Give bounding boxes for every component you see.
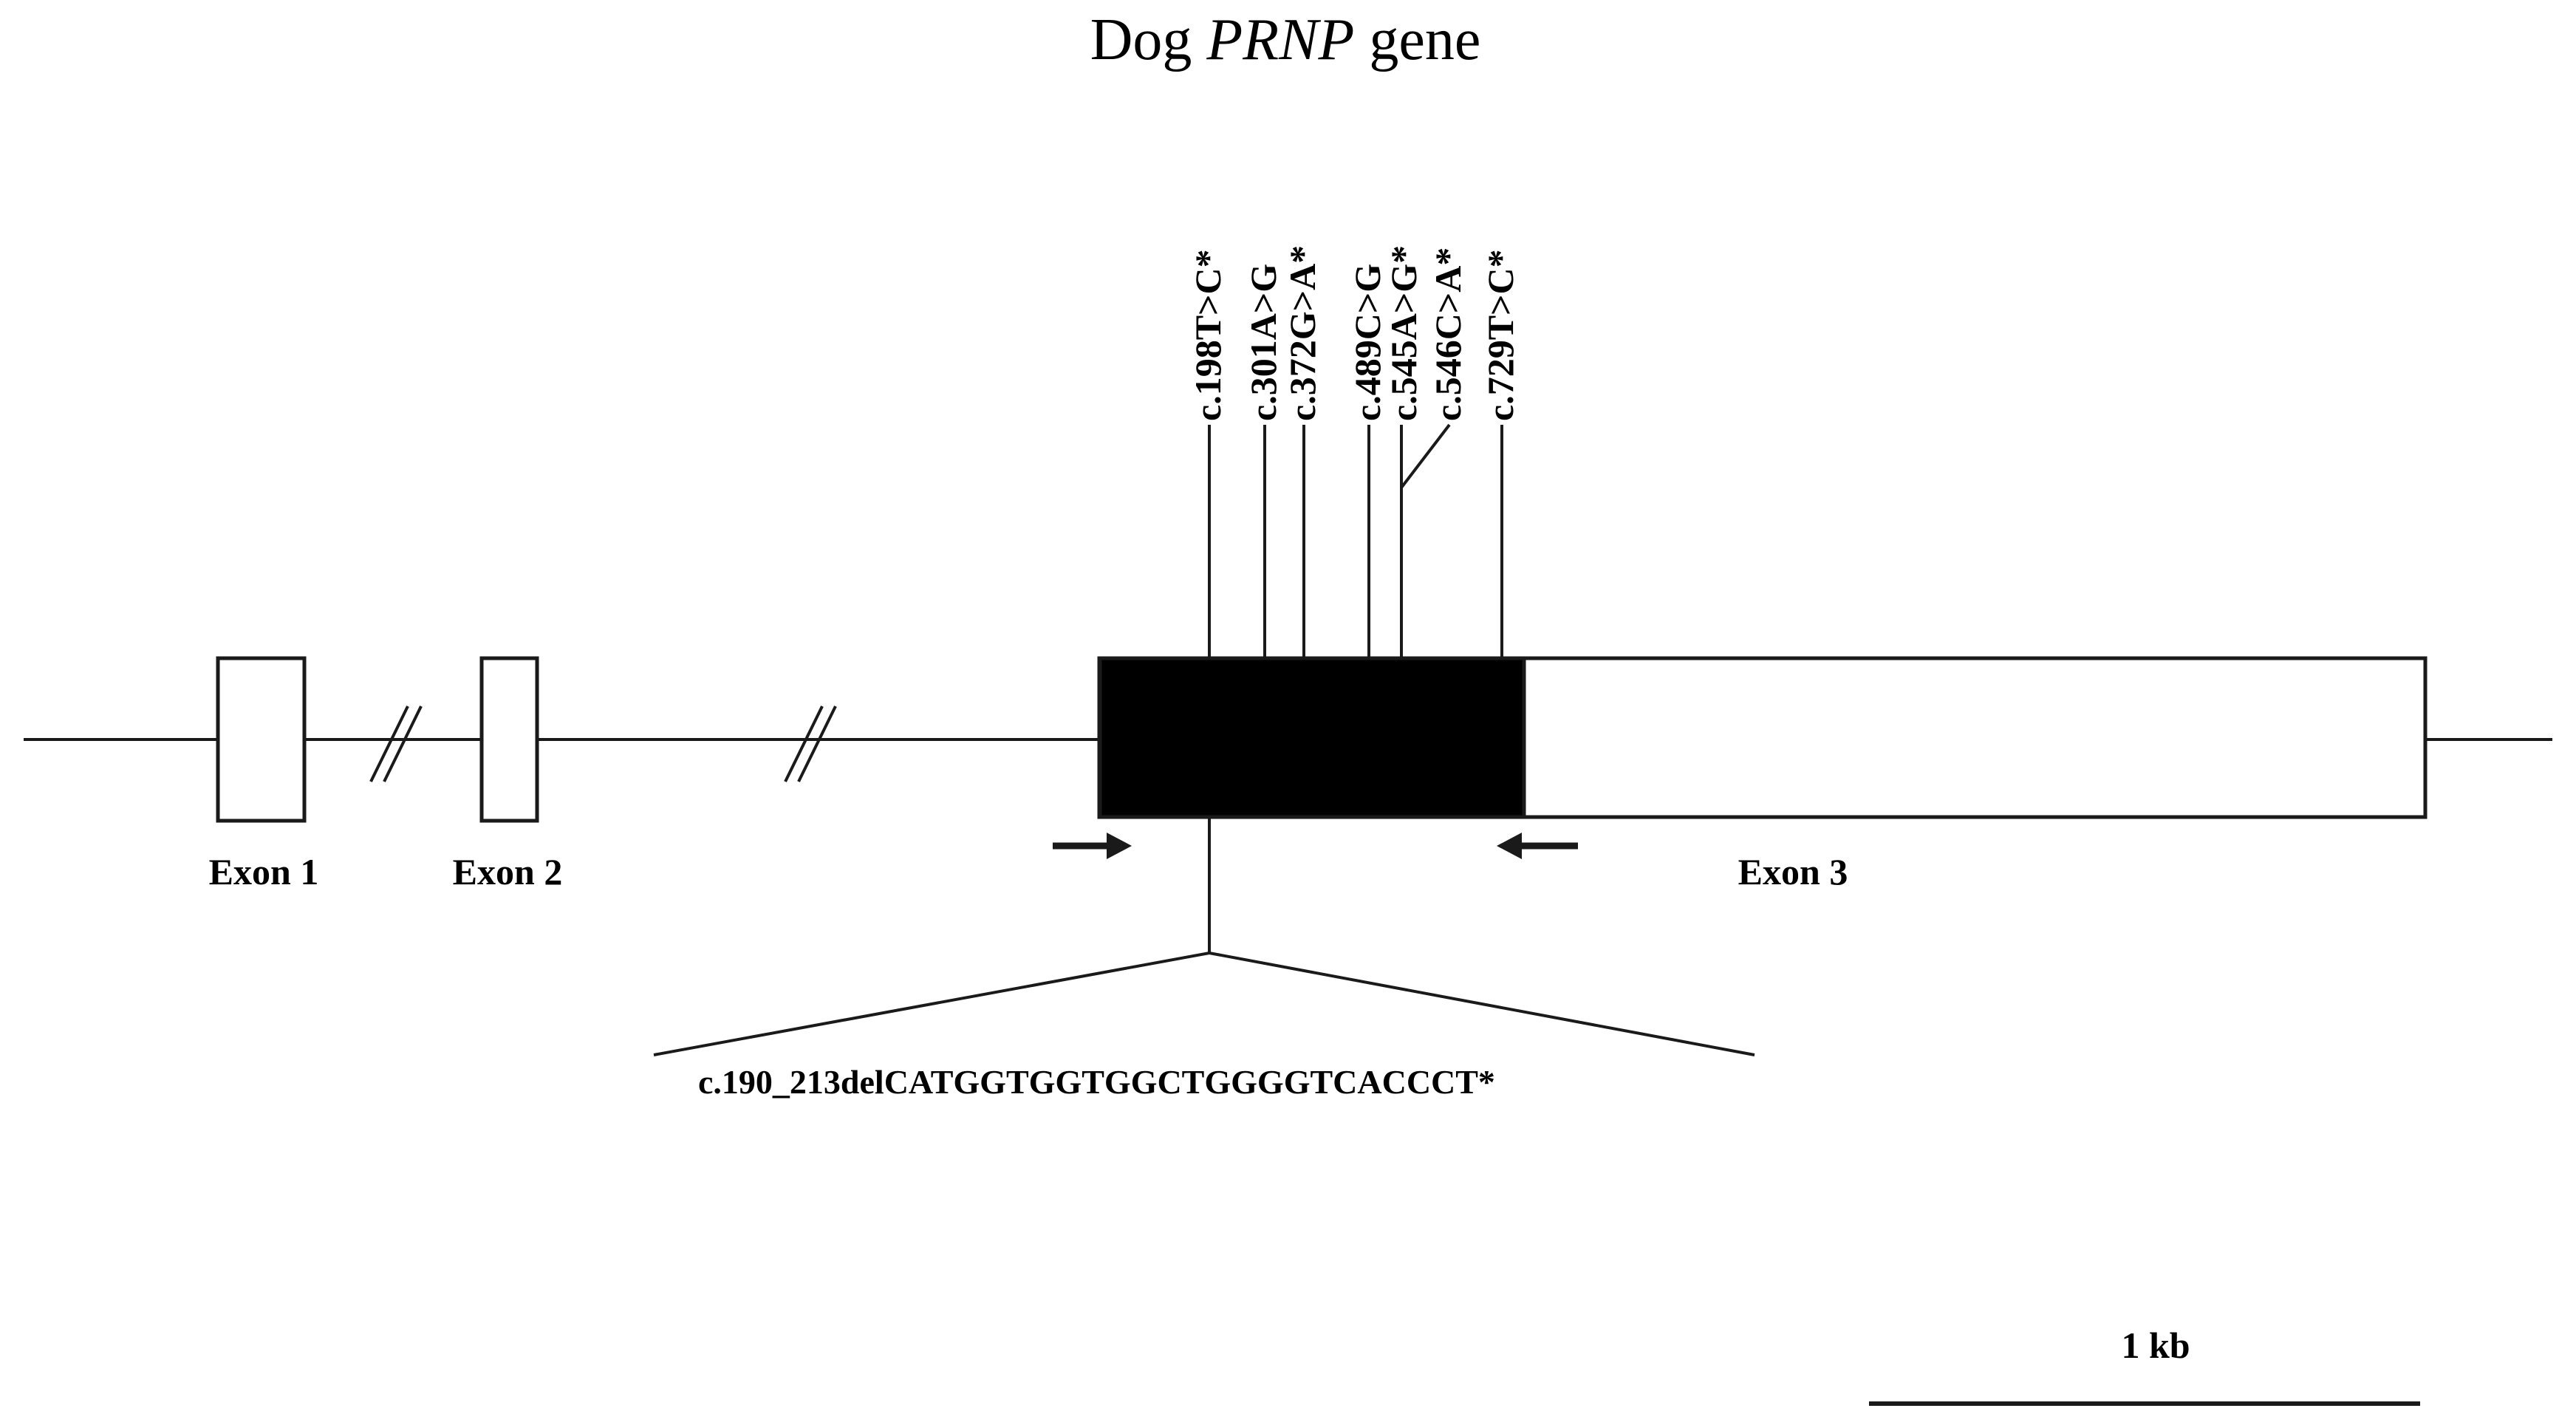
forward-primer-arrow [1053,833,1132,859]
variant-label-5: c.545A>G* [1383,245,1424,421]
exon-1-label: Exon 1 [209,851,319,892]
exon-3-coding-region [1097,656,1526,819]
intron-break-mark-2 [784,706,837,782]
exon-3-label: Exon 3 [1738,851,1848,892]
reverse-primer-arrow [1497,833,1578,859]
variant-line-6 [1400,423,1451,489]
title-suffix: gene [1354,7,1480,72]
variant-label-3: c.372G>A* [1282,245,1323,421]
variant-label-2: c.301A>G [1243,264,1284,421]
exon-1-box [216,656,307,823]
diagram-title: Dog PRNP gene [1090,7,1481,72]
exon-2-box [479,656,539,823]
variant-labels: c.198T>C* c.301A>G c.372G>A* c.489C>G c.… [1187,245,1521,421]
deletion-callout [653,817,1755,1056]
variant-label-7: c.729T>C* [1480,249,1521,421]
variant-label-4: c.489C>G [1347,264,1388,421]
title-prefix: Dog [1090,7,1207,72]
title-gene-name: PRNP [1206,7,1354,72]
scale-bar-label: 1 kb [2121,1325,2190,1366]
variant-label-1: c.198T>C* [1187,249,1229,421]
variant-label-6: c.546C>A* [1427,247,1469,421]
deletion-bracket [653,951,1755,1056]
deletion-label: c.190_213delCATGGTGGTGGCTGGGGTCACCCT* [698,1063,1495,1101]
variant-lines [1208,423,1503,658]
exon-2-label: Exon 2 [453,851,563,892]
intron-break-mark-1 [369,706,423,782]
